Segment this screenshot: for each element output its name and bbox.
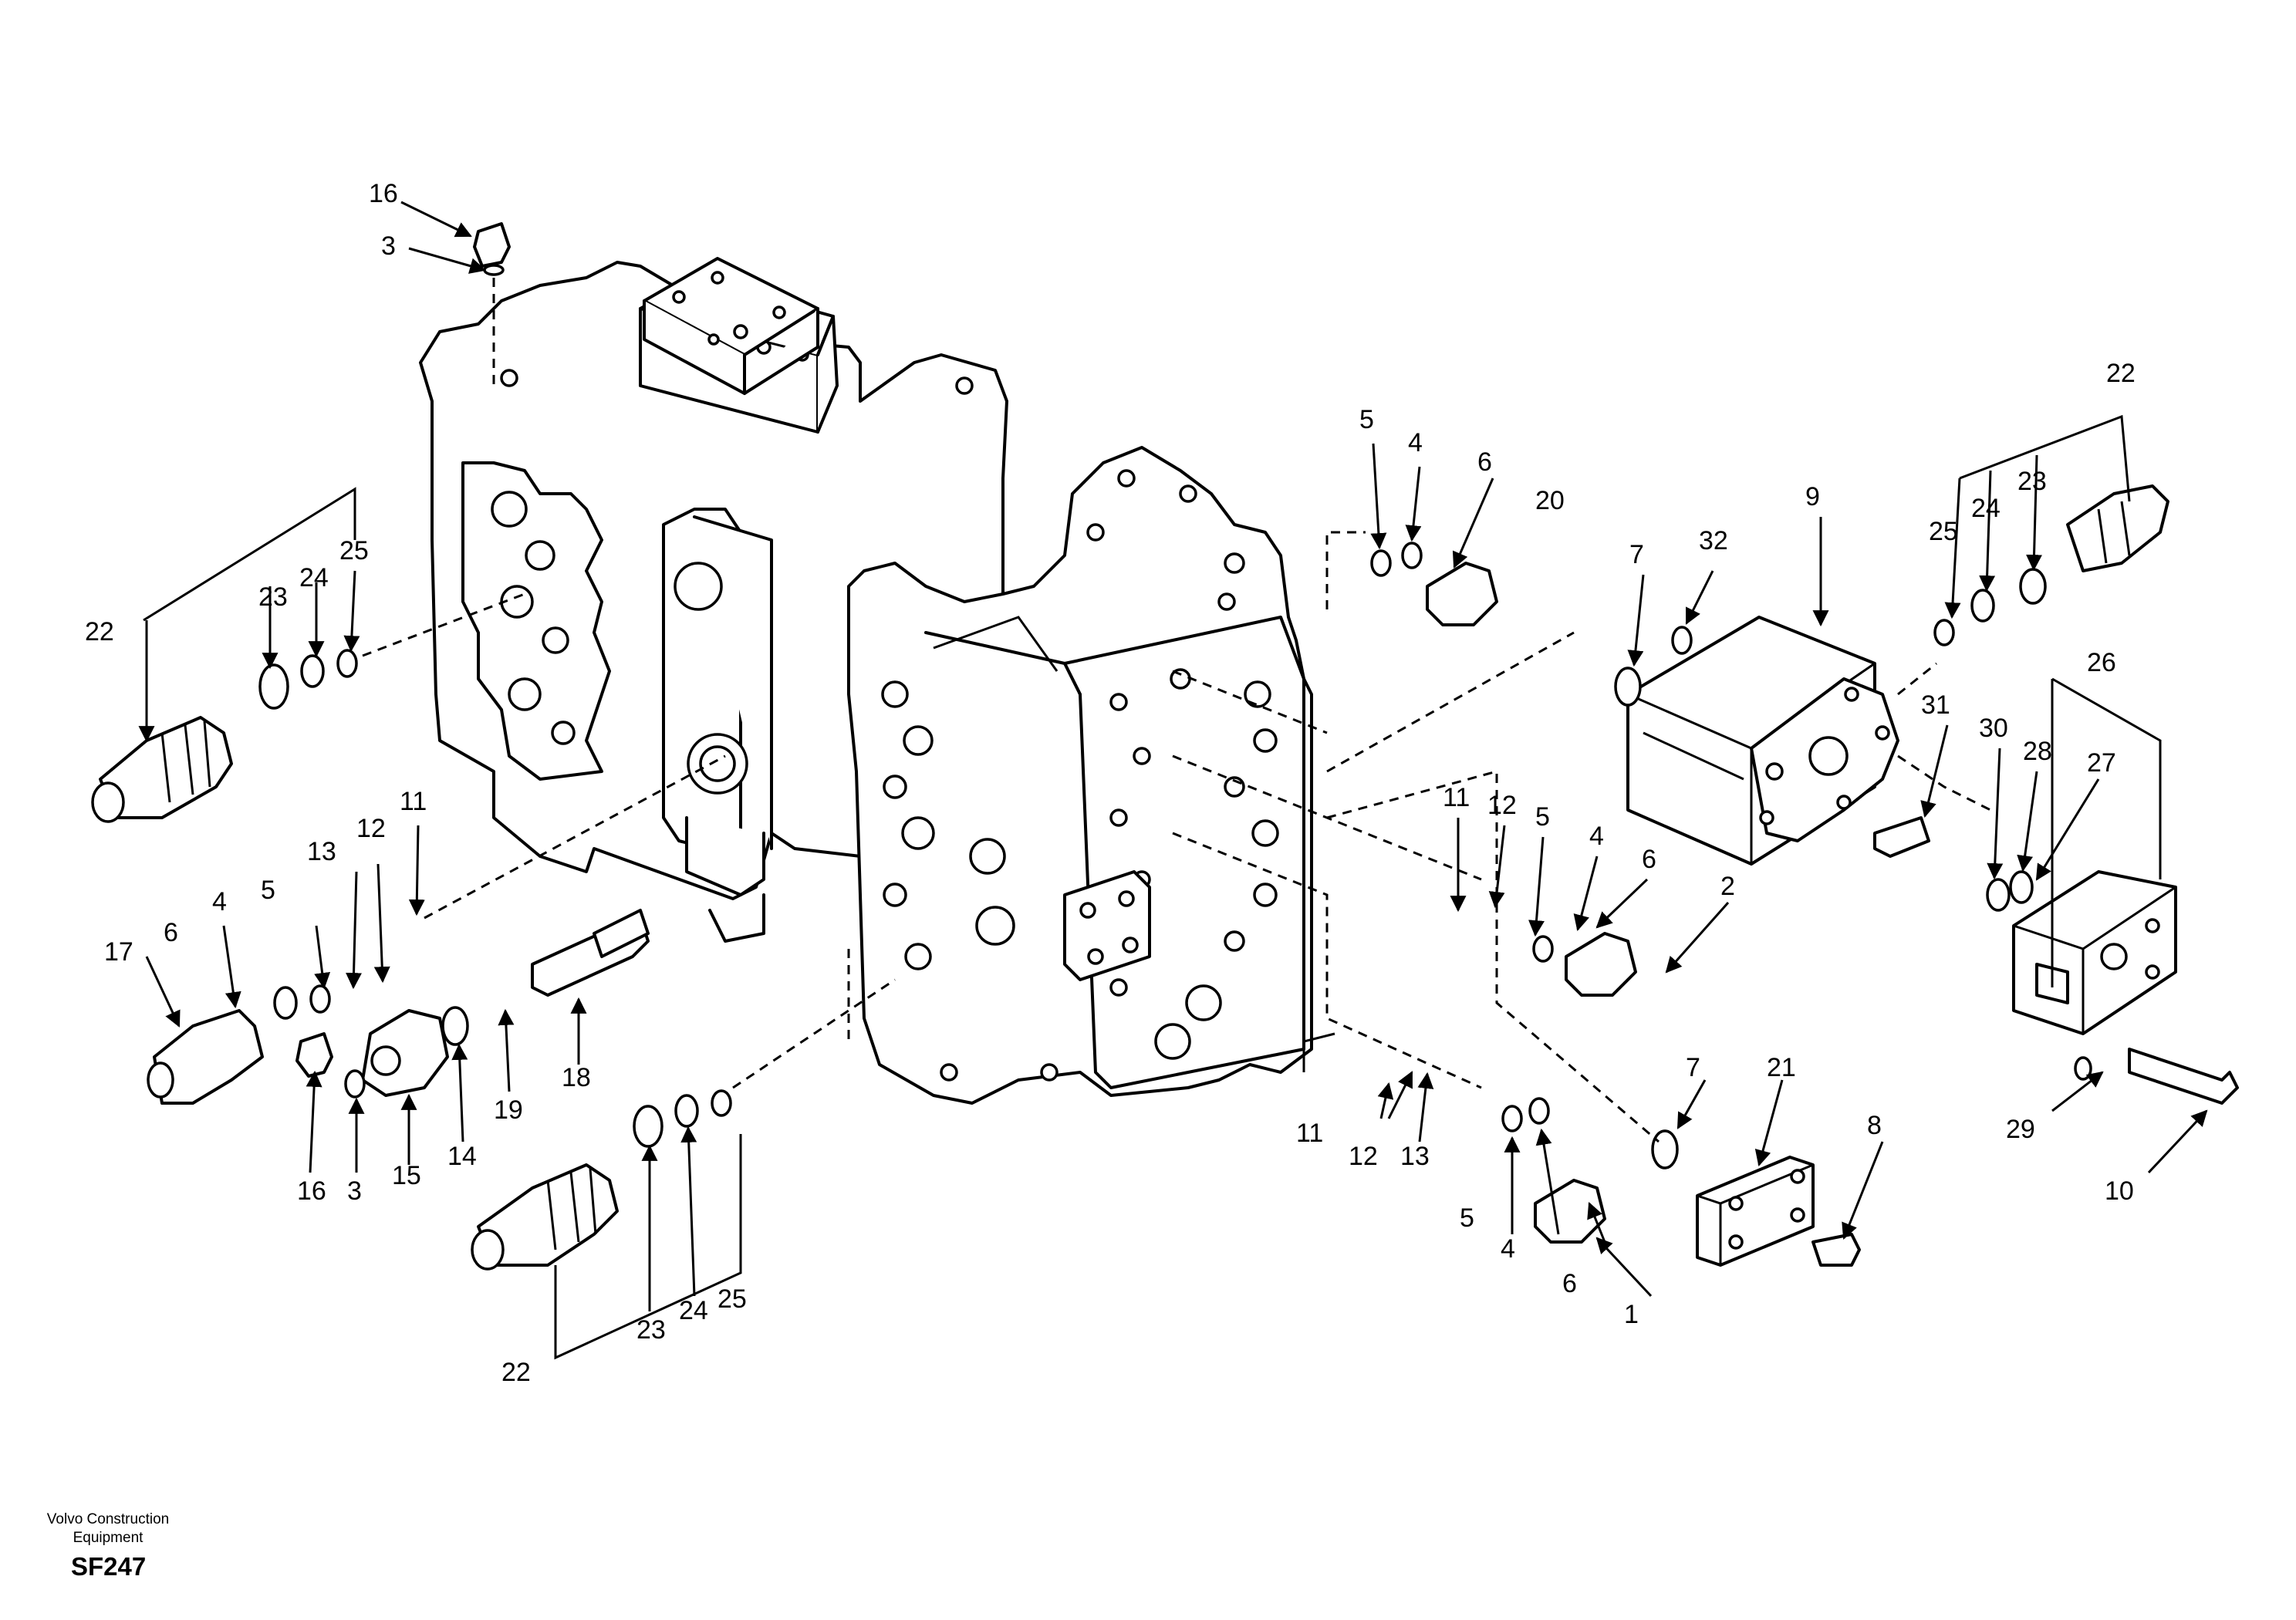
- callout-22-left: 22: [85, 617, 114, 646]
- callout-12-mid: 12: [1487, 791, 1517, 820]
- callout-9: 9: [1805, 482, 1820, 511]
- callout-23-right: 23: [2017, 467, 2047, 496]
- callout-22-right: 22: [2106, 359, 2136, 388]
- callout-32: 32: [1699, 526, 1728, 555]
- callout-26: 26: [2087, 648, 2116, 677]
- callout-13-left: 13: [307, 837, 336, 866]
- callout-19: 19: [494, 1095, 523, 1125]
- callout-17: 17: [104, 937, 133, 967]
- relief-valve-22-right: [2066, 484, 2169, 572]
- callout-15: 15: [392, 1161, 421, 1190]
- bolt-8: [1811, 1233, 1861, 1267]
- callout-labels: 16 3 22 23 24 25 17 6 4 5 13 12 11 16 3 …: [85, 179, 2136, 1387]
- callout-21: 21: [1767, 1053, 1796, 1082]
- callout-14: 14: [447, 1142, 477, 1171]
- callout-1: 1: [1624, 1300, 1639, 1329]
- callout-6-left: 6: [164, 918, 178, 947]
- callout-3-bottom: 3: [347, 1176, 362, 1206]
- callout-16-bottom: 16: [297, 1176, 326, 1206]
- relief-valve-22-bottom: [471, 1163, 619, 1271]
- cover-block-9: [1626, 616, 1899, 866]
- leader-lines: [138, 201, 2208, 1360]
- callout-28: 28: [2023, 737, 2052, 766]
- brand-line-2: Equipment: [73, 1530, 144, 1546]
- figure-code: SF247: [71, 1552, 147, 1581]
- callout-22-bottom: 22: [501, 1358, 531, 1387]
- valve-17: [147, 1009, 264, 1105]
- plug-20: [1426, 562, 1498, 626]
- callout-11-left: 11: [400, 787, 427, 816]
- callout-11-low: 11: [1296, 1119, 1323, 1148]
- callout-12-left: 12: [356, 814, 386, 843]
- callout-6-top: 6: [1477, 447, 1492, 477]
- callout-24-right: 24: [1971, 494, 2001, 523]
- callout-6-low: 6: [1562, 1269, 1577, 1298]
- piston-31: [1873, 816, 1930, 858]
- center-valve-body: [847, 446, 1313, 1105]
- callout-4-left: 4: [212, 887, 227, 916]
- callout-23-bottom: 23: [636, 1315, 666, 1345]
- callout-11-mid: 11: [1443, 783, 1470, 812]
- callout-29: 29: [2006, 1115, 2035, 1144]
- bolt-10: [2128, 1048, 2239, 1105]
- relief-valve-22-left: [91, 716, 233, 823]
- callout-25-right: 25: [1929, 517, 1958, 546]
- callout-4-top: 4: [1408, 428, 1423, 457]
- callout-27: 27: [2087, 748, 2116, 778]
- callout-7-top: 7: [1629, 540, 1644, 569]
- brand-line-1: Volvo Construction: [46, 1511, 170, 1527]
- plug-2: [1565, 932, 1637, 997]
- top-block: [643, 257, 819, 395]
- callout-10: 10: [2105, 1176, 2134, 1206]
- callout-2: 2: [1720, 872, 1735, 901]
- callout-24-bottom: 24: [679, 1296, 708, 1325]
- callout-7-low: 7: [1686, 1053, 1700, 1082]
- brand-credit: Volvo Construction Equipment: [23, 1510, 193, 1547]
- spool-18: [531, 909, 650, 997]
- o-rings: [258, 222, 2092, 1169]
- callout-5-top: 5: [1359, 405, 1374, 434]
- callout-4-low: 4: [1501, 1234, 1515, 1264]
- block-26: [2012, 870, 2177, 1035]
- callout-12-low: 12: [1349, 1142, 1378, 1171]
- callout-18: 18: [562, 1063, 591, 1092]
- callout-16-top: 16: [369, 179, 398, 208]
- callout-30: 30: [1979, 714, 2008, 743]
- callout-20: 20: [1535, 486, 1565, 515]
- callout-5-left: 5: [261, 876, 275, 905]
- plug-15: [361, 1009, 449, 1097]
- callout-6-mid: 6: [1642, 845, 1656, 874]
- callout-31: 31: [1921, 690, 1950, 720]
- callout-24-left: 24: [299, 563, 329, 592]
- callout-23-left: 23: [258, 582, 288, 612]
- callout-13-low: 13: [1400, 1142, 1430, 1171]
- callout-25-left: 25: [339, 536, 369, 565]
- plug-1: [1534, 1179, 1606, 1244]
- callout-25-bottom: 25: [718, 1284, 747, 1314]
- callout-3-top: 3: [381, 231, 396, 261]
- callout-8: 8: [1867, 1111, 1882, 1140]
- callout-4-mid: 4: [1589, 822, 1604, 851]
- callout-5-low: 5: [1460, 1203, 1474, 1233]
- callout-5-mid: 5: [1535, 802, 1550, 832]
- plate-21: [1696, 1156, 1815, 1267]
